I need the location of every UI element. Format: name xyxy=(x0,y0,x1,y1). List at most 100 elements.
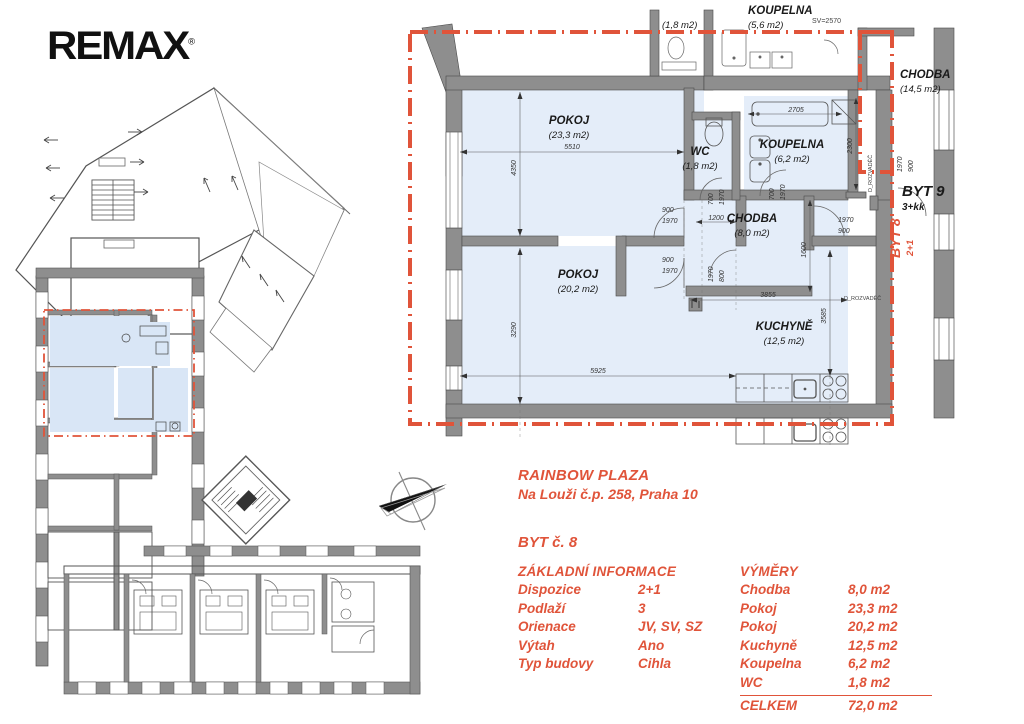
dim-2705: 2705 xyxy=(787,107,804,114)
dim-700-b: 700 xyxy=(769,188,776,200)
info-label-vytah: Výtah xyxy=(518,637,555,653)
area-value-pokoj-2: 20,2 m2 xyxy=(848,619,898,635)
area-value-kuchyne: 12,5 m2 xyxy=(848,637,898,653)
room-area-kuchyne: (12,5 m2) xyxy=(764,336,805,347)
unit-layout-byt8: 2+1 xyxy=(905,240,916,257)
info-value-typ-budovy: Cihla xyxy=(638,656,672,672)
room-name-kuchyne: KUCHYNĚ xyxy=(756,320,813,333)
room-area-chodba-common: (14,5 m2) xyxy=(900,84,941,95)
project-address: Na Louži č.p. 258, Praha 10 xyxy=(518,486,698,502)
area-value-pokoj-1: 23,3 m2 xyxy=(848,600,898,616)
info-row-vytah: Výtah Ano xyxy=(518,637,740,656)
room-area-koupelna: (6,2 m2) xyxy=(774,154,809,165)
dim-900-a: 900 xyxy=(662,207,674,214)
room-name-wc: WC xyxy=(690,146,710,158)
dim-1970-a: 1970 xyxy=(662,218,678,225)
room-name-chodba-common: CHODBA xyxy=(900,69,950,81)
info-row-orienace: Orienace JV, SV, SZ xyxy=(518,618,740,637)
info-row-typ-budovy: Typ budovy Cihla xyxy=(518,655,740,674)
info-label-dispozice: Dispozice xyxy=(518,582,582,597)
areas-total-divider xyxy=(740,694,932,696)
annotation-rozvadec: D_ROZVADĚČ xyxy=(866,155,874,192)
unit-title: BYT č. 8 xyxy=(518,534,578,551)
dim-700-a: 700 xyxy=(708,193,715,205)
dim-3290: 3290 xyxy=(511,322,518,338)
north-arrow-compass xyxy=(355,458,475,548)
room-name-koupelna: KOUPELNA xyxy=(760,139,825,151)
room-area-chodba: (8,0 m2) xyxy=(734,228,769,239)
info-label-typ-budovy: Typ budovy xyxy=(518,656,594,672)
dim-900-c: 900 xyxy=(838,228,850,235)
area-label-koupelna: Koupelna xyxy=(740,656,802,672)
areas-heading: VÝMĚRY xyxy=(740,564,798,579)
unit-boundary-outline xyxy=(408,30,894,426)
dim-900-d: 900 xyxy=(908,160,915,172)
project-info-block: RAINBOW PLAZA Na Louži č.p. 258, Praha 1… xyxy=(518,466,938,715)
room-area-pokoj-2: (20,2 m2) xyxy=(558,284,599,295)
dim-3585: 3585 xyxy=(821,308,828,324)
area-value-koupelna: 6,2 m2 xyxy=(848,656,891,672)
unit-layout-byt9: 3+kk xyxy=(902,202,925,213)
room-area-wc-above: (1,8 m2) xyxy=(662,20,697,31)
info-row-dispozice: Dispozice 2+1 xyxy=(518,581,740,600)
area-label-total: CELKEM xyxy=(740,697,797,713)
annotation-rozvadec-2: D_ROZVADĚČ xyxy=(844,294,881,302)
dim-2300: 2300 xyxy=(847,138,854,155)
room-area-wc: (1,8 m2) xyxy=(682,161,717,172)
dim-1970-g: 1970 xyxy=(897,156,904,172)
dim-1200: 1200 xyxy=(708,215,724,222)
building-site-plan xyxy=(14,70,434,710)
dim-800: 800 xyxy=(719,270,726,282)
info-row-podlazi: Podlaží 3 xyxy=(518,600,740,619)
dim-1970-e: 1970 xyxy=(708,266,715,282)
room-name-pokoj-1: POKOJ xyxy=(549,115,590,127)
dim-3855: 3855 xyxy=(760,292,776,299)
project-name: RAINBOW PLAZA xyxy=(518,467,650,484)
dim-1970-f: 1970 xyxy=(838,217,854,224)
area-row-total: CELKEM 72,0 m2 xyxy=(740,697,938,716)
area-label-kuchyne: Kuchyně xyxy=(740,637,798,653)
room-area-koupelna-above: (5,6 m2) xyxy=(748,20,783,31)
dim-5925: 5925 xyxy=(590,368,606,375)
area-row-pokoj-1: Pokoj 23,3 m2 xyxy=(740,600,938,619)
area-row-chodba: Chodba 8,0 m2 xyxy=(740,581,938,600)
dim-900-b: 900 xyxy=(662,257,674,264)
info-label-podlazi: Podlaží xyxy=(518,600,566,616)
sv-note: SV=2570 xyxy=(812,18,841,25)
basic-info-column: ZÁKLADNÍ INFORMACE Dispozice 2+1 Podlaží… xyxy=(518,562,740,715)
room-name-chodba: CHODBA xyxy=(727,213,777,225)
dim-1970-d: 1970 xyxy=(780,184,787,200)
dim-1970-c: 1970 xyxy=(719,189,726,205)
area-label-pokoj-2: Pokoj xyxy=(740,619,777,635)
area-row-pokoj-2: Pokoj 20,2 m2 xyxy=(740,618,938,637)
unit-boundary-jog xyxy=(858,30,892,174)
area-label-chodba: Chodba xyxy=(740,582,791,597)
info-label-orienace: Orienace xyxy=(518,619,576,635)
remax-logo-text: REMAX xyxy=(47,24,190,68)
info-value-podlazi: 3 xyxy=(638,600,646,616)
area-label-pokoj-1: Pokoj xyxy=(740,600,777,616)
area-value-total: 72,0 m2 xyxy=(848,697,898,713)
area-value-wc: 1,8 m2 xyxy=(848,674,891,690)
trademark-symbol: ® xyxy=(188,36,196,47)
area-row-kuchyne: Kuchyně 12,5 m2 xyxy=(740,637,938,656)
room-label-group: POKOJ (23,3 m2) POKOJ (20,2 m2) KUCHYNĚ … xyxy=(549,115,825,347)
areas-column: VÝMĚRY Chodba 8,0 m2 Pokoj 23,3 m2 Pokoj… xyxy=(740,562,938,715)
area-row-koupelna: Koupelna 6,2 m2 xyxy=(740,655,938,674)
basic-info-heading: ZÁKLADNÍ INFORMACE xyxy=(518,564,677,579)
info-value-vytah: Ano xyxy=(638,637,665,653)
room-name-pokoj-2: POKOJ xyxy=(558,269,599,281)
apartment-floor-plan: .rm{font-family:"Liberation Sans",sans-s… xyxy=(400,0,1024,460)
remax-logo: REMAX® xyxy=(47,26,195,66)
dim-1970-b: 1970 xyxy=(662,268,678,275)
unit-tag-byt9: BYT 9 xyxy=(902,183,945,200)
area-value-chodba: 8,0 m2 xyxy=(848,582,891,597)
dim-4350: 4350 xyxy=(511,160,518,176)
dim-1600: 1600 xyxy=(801,242,808,258)
room-area-pokoj-1: (23,3 m2) xyxy=(549,130,590,141)
area-row-wc: WC 1,8 m2 xyxy=(740,674,938,693)
dim-5510: 5510 xyxy=(564,144,580,151)
unit-tag-byt8: BYT 8 xyxy=(887,218,903,258)
info-value-dispozice: 2+1 xyxy=(638,582,661,597)
